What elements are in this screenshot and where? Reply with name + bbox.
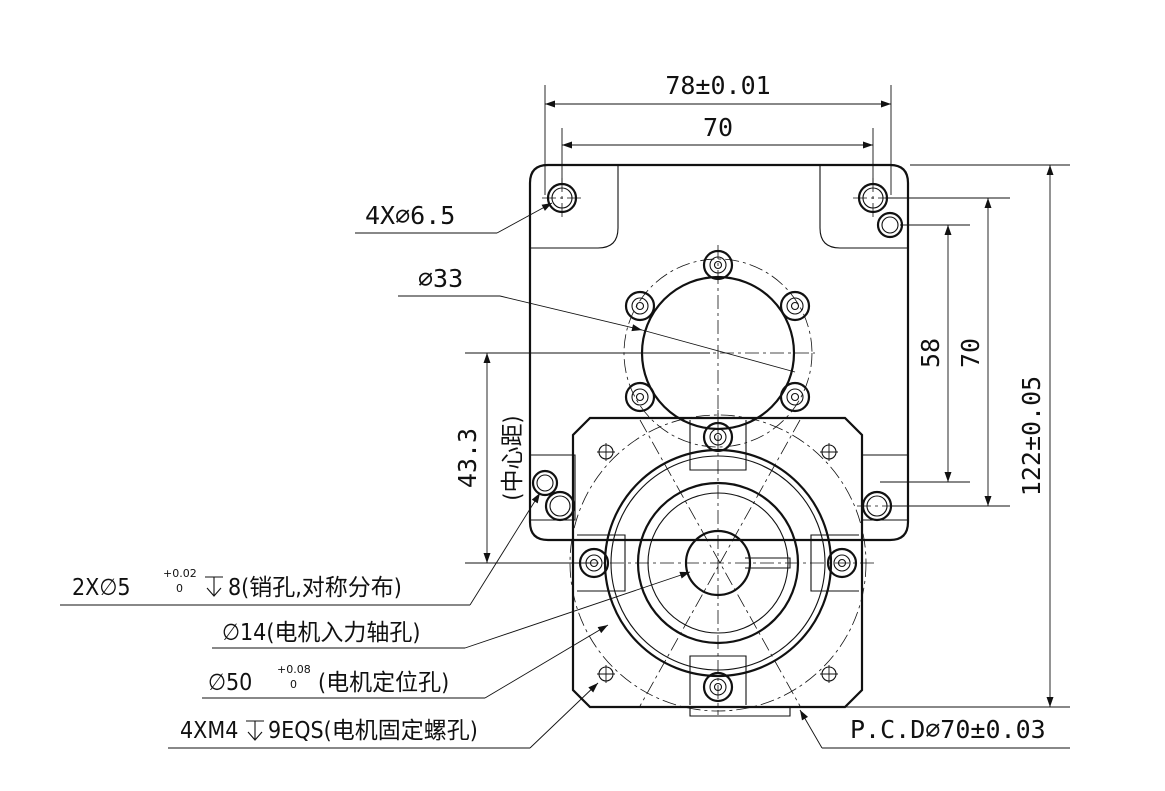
label-shaft-boss: ∅33: [418, 264, 463, 293]
dimension-center-distance-label: (中心距): [500, 415, 526, 500]
boss-bolts: [624, 249, 811, 413]
dimension-overall-height: 122±0.05: [840, 164, 1070, 708]
dimension-overall-height-label: 122±0.05: [1017, 376, 1046, 496]
label-pin-holes-tol-lower: 0: [176, 582, 183, 595]
label-pilot-prefix: ∅50: [208, 670, 252, 696]
back-plate: [528, 163, 910, 542]
dimension-top-width-label: 78±0.01: [665, 71, 770, 100]
leader-pcd: P.C.D∅70±0.03: [799, 709, 1070, 749]
leader-shaft-boss: ∅33: [398, 264, 796, 373]
dimension-vertical-inner-label: 58: [916, 338, 945, 368]
label-pilot-suffix: (电机定位孔): [318, 670, 449, 696]
label-motor-thread-prefix: 4XM4: [180, 718, 238, 744]
dimension-vertical-outer: 70: [885, 197, 1010, 507]
dimension-center-distance: 43.3 (中心距): [453, 352, 710, 564]
dimension-top-hole-spacing: 70: [561, 113, 874, 185]
flange-bolts: [578, 421, 858, 703]
dimension-vertical-inner: 58: [880, 224, 970, 483]
dimension-vertical-outer-label: 70: [956, 338, 985, 368]
lug-hole-left: [531, 469, 576, 522]
output-boss: [620, 245, 815, 448]
label-pin-holes-tol-upper: +0.02: [163, 567, 197, 580]
leader-motor-threads: 4XM4 9EQS(电机固定螺孔): [168, 682, 599, 749]
label-pilot-tol-upper: +0.08: [277, 663, 311, 676]
depth-icon: [246, 720, 264, 741]
label-pin-holes-suffix: 8(销孔,对称分布): [228, 575, 402, 601]
label-pcd: P.C.D∅70±0.03: [850, 715, 1046, 744]
label-motor-bore: ∅14(电机入力轴孔): [222, 620, 421, 646]
label-pin-holes-prefix: 2X∅5: [72, 575, 131, 601]
dimension-top-hole-spacing-label: 70: [703, 113, 733, 142]
label-motor-thread-suffix: 9EQS(电机固定螺孔): [268, 718, 478, 744]
label-mount-holes: 4X∅6.5: [365, 201, 455, 230]
depth-icon: [205, 576, 223, 597]
leader-pilot: ∅50 +0.08 0 (电机定位孔): [202, 624, 609, 699]
leader-mount-holes: 4X∅6.5: [355, 201, 553, 234]
label-pilot-tol-lower: 0: [290, 678, 297, 691]
dimension-top-width: 78±0.01: [544, 71, 892, 195]
leader-pin-holes: 2X∅5 +0.02 0 8(销孔,对称分布): [60, 492, 541, 606]
dimension-center-distance-value: 43.3: [453, 428, 482, 488]
leader-motor-bore: ∅14(电机入力轴孔): [212, 571, 691, 649]
pin-hole-top-right: [876, 211, 904, 239]
